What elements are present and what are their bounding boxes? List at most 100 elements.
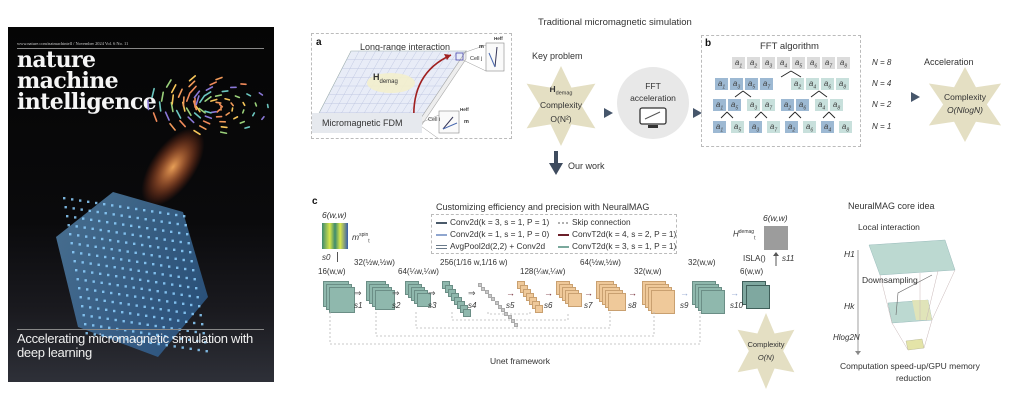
beam-glow (141, 128, 205, 206)
lattice-dot (95, 298, 98, 301)
spin-arrow (266, 103, 269, 109)
hdemag-label: Hdemag (373, 72, 398, 85)
unet-complexity: Complexity (747, 340, 785, 349)
panel-b-letter: b (705, 38, 712, 49)
lattice-dot (170, 327, 173, 330)
journal-title: nature machine intelligence (17, 49, 157, 113)
lattice-dot (138, 322, 141, 325)
fft-cell: a5 (791, 56, 806, 70)
lattice-dot (89, 262, 92, 265)
spin-arrow (254, 102, 258, 107)
feature-map-block (497, 304, 502, 309)
lattice-dot (120, 214, 123, 217)
feature-map-block (417, 293, 431, 307)
lattice-dot (106, 317, 109, 320)
key-problem-hdemag: Hdemag (527, 84, 596, 97)
legend-label: ConvT2d(k = 4, s = 2, P = 1) (572, 229, 677, 239)
legend-label: AvgPool2d(2,2) + Conv2d (450, 241, 546, 251)
lattice-dot (123, 232, 126, 235)
fft-n-label: N = 2 (872, 100, 892, 109)
lattice-dot (150, 297, 153, 301)
spin-arrow (204, 115, 213, 120)
step-s0: s0 (322, 253, 331, 262)
feature-map-block (535, 305, 543, 313)
lattice-dot (84, 279, 87, 282)
lattice-dot (189, 347, 192, 350)
lattice-dot (66, 215, 69, 218)
feature-map-block (514, 322, 519, 327)
fft-cell: a1 (731, 56, 746, 70)
feature-map-block (511, 319, 515, 323)
core-idea-title: NeuralMAG core idea (848, 201, 935, 211)
fft-n-label: N = 4 (872, 79, 892, 88)
legend-item: Conv2d(k = 1, s = 1, P = 0) (436, 229, 549, 239)
fft-cell: a3 (746, 98, 761, 112)
tree-arrow (742, 90, 752, 98)
lattice-dot (105, 308, 108, 311)
lattice-dot (100, 325, 103, 328)
lattice-dot (129, 268, 132, 271)
key-problem-star: Hdemag Complexity O(N²) (526, 66, 596, 146)
spin-arrow (214, 94, 223, 97)
skip-connection-line (375, 312, 655, 337)
lattice-dot (97, 263, 100, 266)
tree-arrow (726, 111, 734, 119)
lattice-dot (77, 234, 80, 237)
cover-divider-bottom (17, 329, 264, 330)
spin-arrow (246, 93, 252, 97)
journal-cover: www.nature.com/natmachintell / November … (8, 27, 274, 382)
lattice-dot (144, 261, 147, 265)
spin-arrow (230, 102, 235, 107)
step-arrow-icon: → (628, 288, 637, 298)
step-arrow-icon: ⇒ (468, 288, 476, 298)
lattice-dot (142, 252, 145, 256)
long-range-label: Long-range interaction (360, 42, 451, 52)
spin-arrow (179, 119, 187, 128)
lattice-dot (110, 291, 113, 295)
tree-arrow (720, 111, 728, 119)
lattice-dot (165, 344, 168, 347)
legend-swatch-icon (558, 233, 569, 236)
lattice-dot (70, 242, 73, 245)
lattice-dot (63, 197, 66, 200)
fft-algorithm-title: FFT algorithm (760, 41, 819, 52)
lattice-dot (157, 342, 160, 346)
lattice-dot (78, 287, 81, 290)
lattice-dot (141, 243, 144, 247)
lattice-dot (174, 301, 177, 304)
feature-dim-label: 256(1/16 w,1/16 w) (440, 258, 508, 267)
lattice-dot (139, 234, 142, 238)
lattice-dot (104, 255, 107, 259)
lattice-dot (85, 332, 88, 335)
lattice-dot (148, 332, 151, 335)
legend-swatch-icon (558, 245, 569, 248)
tree-arrow (828, 111, 836, 119)
lattice-dot (158, 255, 161, 258)
spin-arrow (251, 112, 256, 117)
spin-arrow (224, 97, 231, 101)
feature-dim-label: 32(½w,½w) (354, 258, 395, 267)
acceleration-title: Acceleration (924, 57, 974, 67)
lattice-dot (132, 286, 135, 289)
fft-cell: a5 (727, 98, 742, 112)
fft-cell: a7 (766, 120, 781, 134)
panel-a (311, 33, 512, 139)
feature-map-block (701, 290, 725, 314)
arrow-right-icon (911, 92, 920, 102)
fft-cell: a8 (836, 56, 851, 70)
spin-arrow (204, 110, 212, 114)
lattice-dot (156, 333, 159, 337)
spin-arrow (234, 95, 241, 99)
lattice-dot (146, 227, 149, 230)
legend-swatch-icon (436, 233, 447, 236)
lattice-dot (109, 335, 112, 338)
lattice-dot (107, 273, 110, 277)
lattice-dot (177, 319, 180, 322)
input-spin-map (322, 223, 348, 249)
spin-arrow (241, 109, 245, 114)
lattice-dot (150, 254, 153, 257)
lattice-dot (185, 276, 188, 280)
lattice-dot (172, 336, 175, 339)
lattice-dot (149, 245, 152, 248)
fft-cell: a6 (820, 77, 835, 91)
